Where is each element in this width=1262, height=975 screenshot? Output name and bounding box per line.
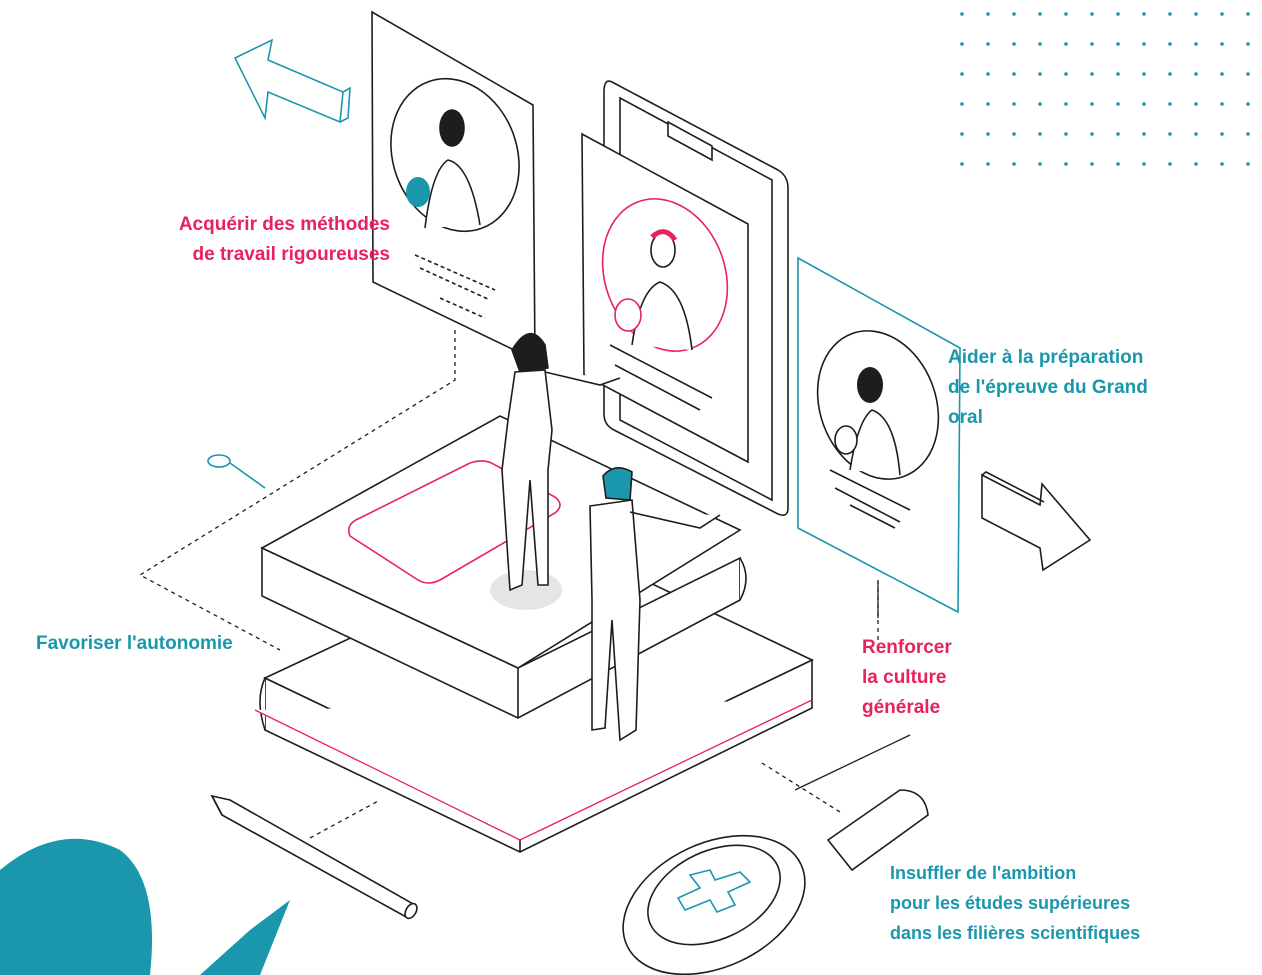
- grid-dot: [1090, 132, 1094, 136]
- grid-dot: [960, 132, 964, 136]
- grid-dot: [1194, 132, 1198, 136]
- person-card-icon: [797, 256, 961, 614]
- grid-dot: [1246, 102, 1250, 106]
- pin-icon: [207, 454, 266, 489]
- grid-dot: [1116, 162, 1120, 166]
- grid-dot: [1194, 12, 1198, 16]
- label-methods: Acquérir des méthodes de travail rigoure…: [178, 214, 390, 265]
- grid-dot: [1116, 42, 1120, 46]
- grid-dot: [1220, 12, 1224, 16]
- grid-dot: [960, 12, 964, 16]
- grid-dot: [1012, 102, 1016, 106]
- grid-dot: [986, 102, 990, 106]
- grid-dot: [1220, 162, 1224, 166]
- grid-dot: [986, 132, 990, 136]
- grid-dot: [1246, 72, 1250, 76]
- grid-dot: [1038, 132, 1042, 136]
- grid-dot: [1064, 72, 1068, 76]
- grid-dot: [1220, 102, 1224, 106]
- pencil-icon: [210, 794, 418, 920]
- grid-dot: [1168, 162, 1172, 166]
- grid-dot: [1194, 162, 1198, 166]
- grid-dot: [986, 42, 990, 46]
- arrow-icon: [233, 38, 351, 124]
- grid-dot: [1246, 132, 1250, 136]
- grid-dot: [960, 42, 964, 46]
- magnifier-icon: [622, 789, 929, 975]
- label-culture: Renforcer la culture générale: [862, 637, 952, 718]
- grid-dot: [1064, 102, 1068, 106]
- grid-dot: [1142, 162, 1146, 166]
- grid-dot: [986, 72, 990, 76]
- grid-dot: [1246, 42, 1250, 46]
- grid-dot: [1090, 12, 1094, 16]
- grid-dot: [986, 12, 990, 16]
- grid-dot: [1142, 102, 1146, 106]
- dot-grid-icon: [960, 12, 1250, 166]
- grid-dot: [1064, 42, 1068, 46]
- person-woman-icon: [490, 332, 621, 610]
- grid-dot: [1038, 42, 1042, 46]
- grid-dot: [986, 162, 990, 166]
- grid-dot: [1246, 162, 1250, 166]
- grid-dot: [1194, 42, 1198, 46]
- grid-dot: [1168, 12, 1172, 16]
- grid-dot: [1090, 42, 1094, 46]
- grid-dot: [1168, 42, 1172, 46]
- grid-dot: [1012, 132, 1016, 136]
- grid-dot: [1194, 102, 1198, 106]
- logo-shape: [0, 838, 290, 975]
- grid-dot: [1168, 132, 1172, 136]
- grid-dot: [1012, 12, 1016, 16]
- arrow-icon: [981, 471, 1092, 572]
- leader-line: [794, 734, 911, 791]
- grid-dot: [1038, 102, 1042, 106]
- grid-dot: [1116, 72, 1120, 76]
- grid-dot: [1064, 162, 1068, 166]
- grid-dot: [1220, 132, 1224, 136]
- grid-dot: [1220, 72, 1224, 76]
- label-ambition: Insuffler de l'ambition pour les études …: [890, 863, 1141, 943]
- grid-dot: [1116, 132, 1120, 136]
- person-card-icon: [371, 10, 536, 362]
- grid-dot: [1012, 162, 1016, 166]
- grid-dot: [1246, 12, 1250, 16]
- grid-dot: [1090, 72, 1094, 76]
- person-card-icon: [581, 132, 749, 464]
- grid-dot: [1012, 72, 1016, 76]
- grid-dot: [1142, 132, 1146, 136]
- grid-dot: [1142, 72, 1146, 76]
- grid-dot: [1090, 102, 1094, 106]
- grid-dot: [1038, 162, 1042, 166]
- grid-dot: [960, 162, 964, 166]
- grid-dot: [1194, 72, 1198, 76]
- label-autonomy: Favoriser l'autonomie: [36, 633, 233, 654]
- person-man-icon: [589, 467, 721, 742]
- grid-dot: [1142, 12, 1146, 16]
- grid-dot: [960, 72, 964, 76]
- grid-dot: [1038, 72, 1042, 76]
- grid-dot: [1038, 12, 1042, 16]
- grid-dot: [1090, 162, 1094, 166]
- grid-dot: [1220, 42, 1224, 46]
- grid-dot: [1012, 42, 1016, 46]
- grid-dot: [1064, 132, 1068, 136]
- grid-dot: [1168, 102, 1172, 106]
- grid-dot: [1142, 42, 1146, 46]
- label-grand-oral: Aider à la préparation de l'épreuve du G…: [948, 347, 1148, 428]
- grid-dot: [1116, 102, 1120, 106]
- grid-dot: [1116, 12, 1120, 16]
- grid-dot: [960, 102, 964, 106]
- grid-dot: [1168, 72, 1172, 76]
- grid-dot: [1064, 12, 1068, 16]
